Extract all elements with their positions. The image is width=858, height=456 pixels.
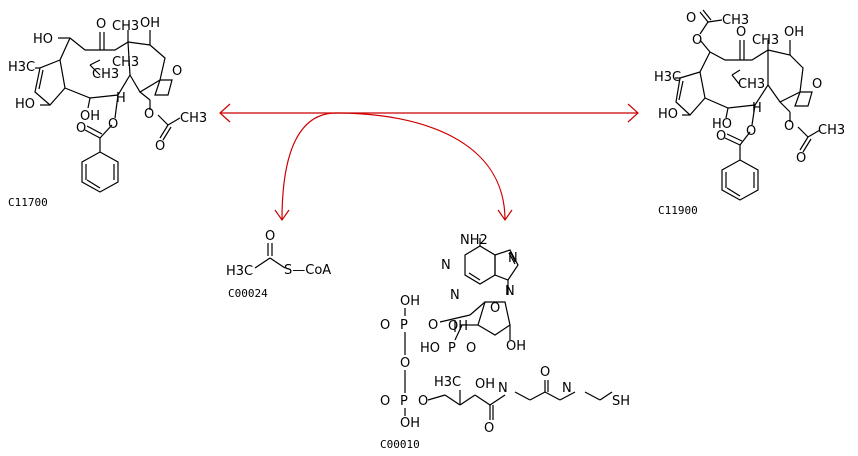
oh-label-3: OH xyxy=(400,416,420,431)
acetyl-ch3-label: CH3 xyxy=(180,111,207,126)
ho-label: HO xyxy=(420,341,440,356)
ho-label-2: HO xyxy=(15,97,35,112)
s-coa-label: S—CoA xyxy=(284,263,331,278)
side-arrowhead-coa xyxy=(497,209,513,222)
acetyl-carbonyl-o-label: O xyxy=(796,151,806,166)
phosphorus-label-3: P xyxy=(400,394,408,409)
side-arrowhead-acetyl-coa xyxy=(274,209,290,222)
ho-label: HO xyxy=(33,32,53,47)
ch3-label-2: CH3 xyxy=(92,67,119,82)
compound-c00010[interactable]: NH2 N N N N O OH OH HO P O OH O P O O O … xyxy=(380,233,630,451)
amide-n-label: N xyxy=(498,381,508,396)
epoxide-o-label: O xyxy=(812,77,822,92)
adenine-n9-label: N xyxy=(505,284,515,299)
ribose-o-label: O xyxy=(490,301,500,316)
side-arrow-coa[interactable] xyxy=(335,112,506,221)
epoxide-o-label: O xyxy=(172,64,182,79)
acetyl-o-label-2: O xyxy=(784,119,794,134)
oh-label-2: OH xyxy=(400,294,420,309)
bridging-o-label: O xyxy=(400,356,410,371)
oh-label-2: OH xyxy=(80,109,100,124)
carbonyl-o-label: O xyxy=(736,25,746,40)
o-label-3: O xyxy=(380,394,390,409)
benzoyl-o-label: O xyxy=(76,121,86,136)
o-label-4: O xyxy=(418,394,428,409)
compound-c00024[interactable]: O H3C S—CoA C00024 xyxy=(226,229,331,300)
h3c-label: H3C xyxy=(226,264,253,279)
oh-label: OH xyxy=(140,16,160,31)
compound-id-c11700[interactable]: C11700 xyxy=(8,196,48,209)
h3c-label: H3C xyxy=(654,70,681,85)
ch3-label: CH3 xyxy=(112,55,139,70)
adenine-n3-label: N xyxy=(450,288,460,303)
carbonyl-o-label: O xyxy=(265,229,275,244)
compound-id-c11900[interactable]: C11900 xyxy=(658,204,698,217)
side-arrow-acetyl-coa[interactable] xyxy=(281,112,337,221)
acetyl-o-label: O xyxy=(686,11,696,26)
acetyl-o-label: O xyxy=(144,107,154,122)
phosphorus-label: P xyxy=(448,341,456,356)
ester-o-label: O xyxy=(692,33,702,48)
amide-o-label: O xyxy=(484,421,494,436)
ch3-label: CH3 xyxy=(752,33,779,48)
compound-c11900[interactable]: O O CH3 O OH H3C CH3 CH3 HO HO H O O O O… xyxy=(654,9,845,217)
adenine-n1-label: N xyxy=(441,258,451,273)
ho-label-2: HO xyxy=(712,117,732,132)
ch3-label-3: CH3 xyxy=(112,19,139,34)
amide-o-label-2: O xyxy=(540,365,550,380)
carbonyl-o-label: O xyxy=(96,17,106,32)
h-label: H xyxy=(116,91,126,106)
h3c-label: H3C xyxy=(8,60,35,75)
benzoyl-o-label: O xyxy=(716,129,726,144)
nh2-label: NH2 xyxy=(460,233,488,248)
acetyl-ch3-label: CH3 xyxy=(722,13,749,28)
h3c-label: H3C xyxy=(434,375,461,390)
adenine-n7-label: N xyxy=(508,251,518,266)
ho-label: HO xyxy=(658,107,678,122)
acetyl-ch3-label-2: CH3 xyxy=(818,123,845,138)
left-arrowhead xyxy=(219,103,231,123)
ester-o-label: O xyxy=(108,117,118,132)
oh-label-4: OH xyxy=(475,377,495,392)
benzoyl-ester-o-label: O xyxy=(746,124,756,139)
right-arrowhead xyxy=(627,103,639,123)
reaction-arrows[interactable] xyxy=(219,103,639,222)
phosphorus-label-2: P xyxy=(400,318,408,333)
oh-label: OH xyxy=(784,25,804,40)
compound-id-c00010[interactable]: C00010 xyxy=(380,438,420,451)
ch3-label-2: CH3 xyxy=(738,77,765,92)
phosphate-o-label: O xyxy=(466,341,476,356)
o-label: O xyxy=(380,318,390,333)
oh-label: OH xyxy=(506,339,526,354)
sh-label: SH xyxy=(612,394,630,409)
compound-id-c00024[interactable]: C00024 xyxy=(228,287,268,300)
h-label: H xyxy=(752,101,762,116)
o-label-2: O xyxy=(428,318,438,333)
acetyl-carbonyl-o-label: O xyxy=(155,139,165,154)
compound-c11700[interactable]: HO O OH H3C CH3 CH3 CH3 HO OH H O O O O … xyxy=(8,16,207,209)
amide-n-label-2: N xyxy=(562,381,572,396)
phosphate-oh-label: OH xyxy=(448,319,468,334)
